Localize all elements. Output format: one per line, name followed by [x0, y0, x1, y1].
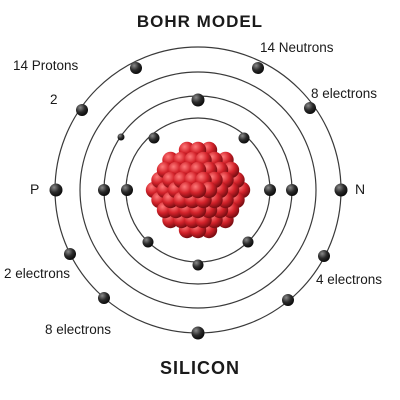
electron [318, 250, 330, 262]
electron [304, 102, 316, 114]
protons-label: 14 Protons [13, 58, 79, 73]
electron [121, 184, 133, 196]
electron [64, 248, 76, 260]
electron [130, 62, 142, 74]
electron [334, 183, 348, 197]
electron [49, 183, 63, 197]
electron [264, 184, 276, 196]
element-name: SILICON [159, 358, 240, 378]
electron [76, 104, 88, 116]
diagram-title: BOHR MODEL [136, 12, 264, 31]
electron [252, 62, 264, 74]
electron [282, 294, 294, 306]
outer-electrons-label: 8 electrons [311, 86, 378, 101]
shell-number-label: 2 [50, 92, 58, 107]
electron [98, 184, 110, 196]
orbit-shell-3 [79, 71, 317, 309]
four-electrons-label: 4 electrons [316, 272, 383, 287]
electron [142, 236, 154, 248]
middle-electrons-label: 8 electrons [45, 322, 112, 337]
electrons [49, 62, 348, 340]
nucleus [145, 141, 251, 239]
electron [286, 184, 298, 196]
electron [242, 236, 254, 248]
neutrons-label: 14 Neutrons [260, 40, 334, 55]
electron [148, 132, 160, 144]
electron [238, 132, 250, 144]
electron [192, 259, 204, 271]
inner-electrons-label: 2 electrons [4, 266, 71, 281]
electron [191, 93, 205, 107]
proton [189, 181, 207, 199]
electron [117, 133, 125, 141]
n-label: N [355, 181, 366, 197]
electron [191, 326, 205, 340]
electron [98, 292, 110, 304]
p-label: P [30, 181, 40, 197]
